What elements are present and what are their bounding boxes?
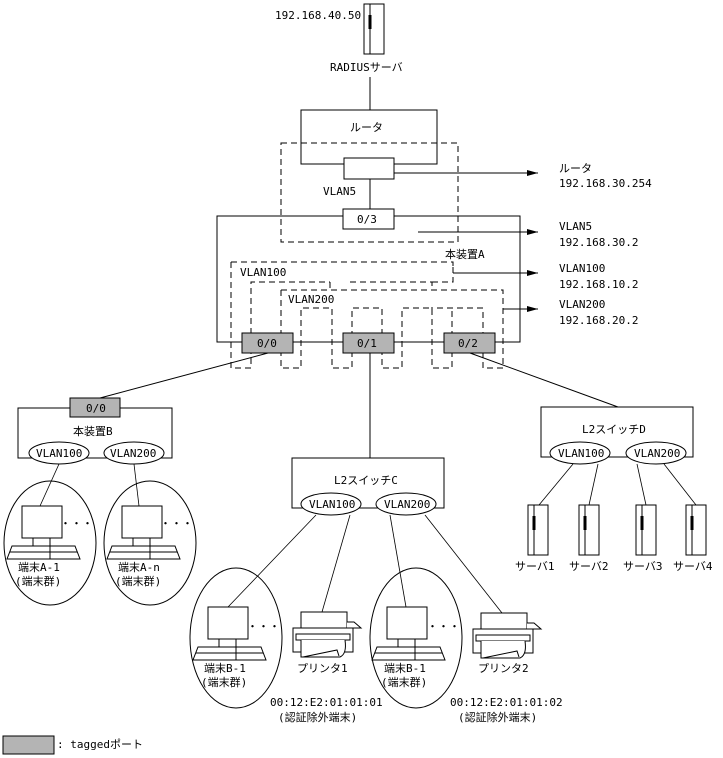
terminal-an-name: 端末A-n: [118, 560, 160, 574]
dots-b1: ・・・: [247, 620, 280, 633]
printer-2-icon: [472, 612, 542, 659]
pc-an-icon: [106, 505, 181, 560]
switch-d-box: [540, 406, 694, 458]
iface-router-name: ルータ: [559, 162, 592, 175]
printer-1-note: (認証除外端末): [278, 710, 357, 724]
port-0-3-label: 0/3: [357, 213, 377, 226]
device-b-vlan200-label: VLAN200: [110, 447, 156, 460]
switch-c-label: L2スイッチC: [334, 474, 398, 487]
server-3-label: サーバ3: [623, 560, 663, 573]
printer-2-name: プリンタ2: [478, 662, 529, 675]
server-3-icon: [635, 504, 657, 556]
iface-vlan100-ip: 192.168.10.2: [559, 278, 638, 291]
radius-server-label: RADIUSサーバ: [330, 61, 403, 74]
iface-router-ip: 192.168.30.254: [559, 177, 652, 190]
pc-b2-icon: [371, 606, 446, 661]
switch-d-vlan200-label: VLAN200: [634, 447, 680, 460]
pc-a1-icon: [6, 505, 81, 560]
server-4-label: サーバ4: [673, 560, 713, 573]
server-4-icon: [685, 504, 707, 556]
radius-server-ip: 192.168.40.50: [275, 9, 361, 22]
dots-a1: ・・・: [60, 517, 93, 530]
port-0-3[interactable]: [342, 208, 395, 230]
dots-an: ・・・: [160, 517, 193, 530]
switch-d-vlan200: [625, 441, 687, 465]
terminal-b1-name: 端末B-1: [204, 661, 246, 675]
terminal-a1-group: (端末群): [15, 574, 61, 588]
iface-vlan100-name: VLAN100: [559, 262, 605, 275]
port-0-2[interactable]: [443, 332, 496, 354]
radius-server-icon: [363, 3, 385, 55]
iface-vlan5-ip: 192.168.30.2: [559, 236, 638, 249]
pc-b1-icon: [192, 606, 267, 661]
printer-2-mac: 00:12:E2:01:01:02: [450, 696, 563, 709]
router-box: [300, 109, 438, 165]
router-label: ルータ: [350, 121, 383, 134]
terminal-b1-group: (端末群): [201, 675, 247, 689]
terminal-group-a1: [3, 480, 97, 606]
port-0-1[interactable]: [342, 332, 395, 354]
switch-d-vlan100-label: VLAN100: [558, 447, 604, 460]
server-1-icon: [527, 504, 549, 556]
server-2-label: サーバ2: [569, 560, 609, 573]
terminal-group-b2: [369, 567, 463, 709]
port-0-2-label: 0/2: [458, 337, 478, 350]
switch-c-box: [291, 457, 445, 509]
printer-1-icon: [292, 611, 362, 658]
device-b-vlan100-label: VLAN100: [36, 447, 82, 460]
terminal-group-an: [103, 480, 197, 606]
switch-c-vlan200-label: VLAN200: [384, 498, 430, 511]
router-port: [343, 157, 395, 180]
switch-d-vlan100: [549, 441, 611, 465]
switch-c-vlan200: [375, 492, 437, 516]
terminal-a1-name: 端末A-1: [18, 560, 60, 574]
iface-vlan200-name: VLAN200: [559, 298, 605, 311]
device-a-label: 本装置A: [445, 247, 485, 261]
vlan100-label-a: VLAN100: [240, 266, 286, 279]
iface-vlan200-ip: 192.168.20.2: [559, 314, 638, 327]
device-b-port-0-0[interactable]: [69, 397, 121, 418]
terminal-group-b1: [189, 567, 283, 709]
switch-d-label: L2スイッチD: [582, 423, 646, 436]
switch-c-vlan100-label: VLAN100: [309, 498, 355, 511]
terminal-b2-name: 端末B-1: [384, 661, 426, 675]
terminal-an-group: (端末群): [115, 574, 161, 588]
legend-tagged-swatch: [2, 735, 55, 755]
iface-vlan5-name: VLAN5: [559, 220, 592, 233]
printer-1-mac: 00:12:E2:01:01:01: [270, 696, 383, 709]
device-b-port-label: 0/0: [86, 402, 106, 415]
port-0-0-label: 0/0: [257, 337, 277, 350]
legend-tagged-label: : taggedポート: [57, 738, 143, 751]
server-2-icon: [578, 504, 600, 556]
vlan200-label-a: VLAN200: [288, 293, 334, 306]
device-a-box: [216, 215, 521, 343]
vlan5-label: VLAN5: [323, 185, 356, 198]
terminal-b2-group: (端末群): [381, 675, 427, 689]
switch-c-vlan100: [300, 492, 362, 516]
server-1-label: サーバ1: [515, 560, 555, 573]
device-b-label: 本装置B: [73, 424, 113, 438]
printer-1-name: プリンタ1: [297, 662, 348, 675]
dots-b2: ・・・: [427, 620, 460, 633]
port-0-1-label: 0/1: [357, 337, 377, 350]
printer-2-note: (認証除外端末): [458, 710, 537, 724]
